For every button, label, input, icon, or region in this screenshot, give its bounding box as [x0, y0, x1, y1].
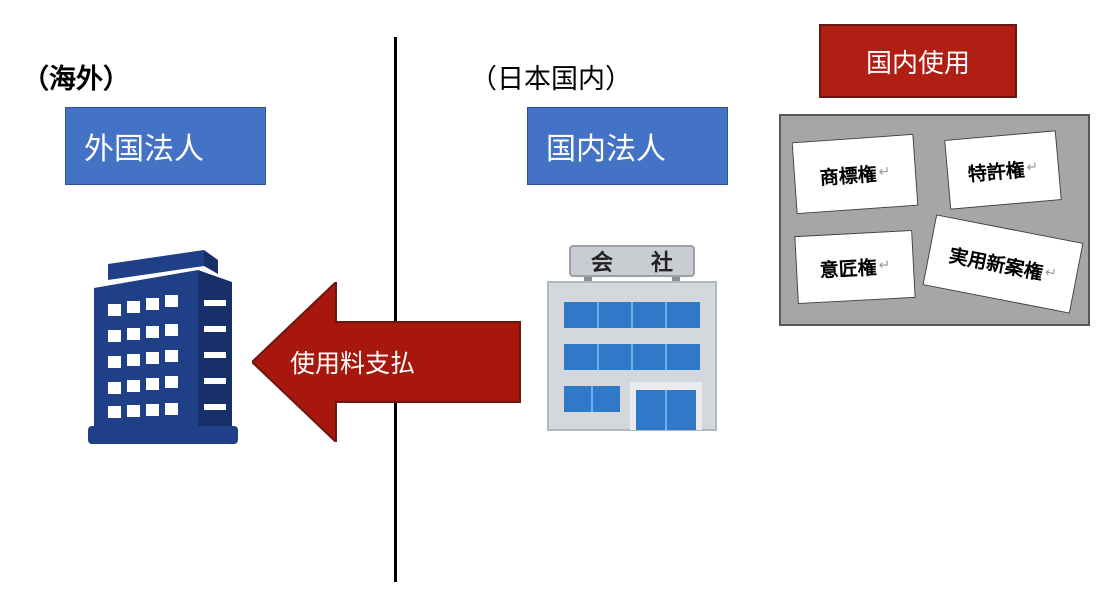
- domestic-corporation-box: 国内法人: [527, 107, 728, 185]
- domestic-region-label: （日本国内）: [470, 64, 632, 95]
- patent-label: 特許権: [966, 158, 1026, 186]
- design-right-label: 意匠権: [819, 256, 878, 282]
- paragraph-mark: ↵: [1025, 158, 1039, 176]
- paragraph-mark: ↵: [1043, 264, 1058, 283]
- trademark-label: 商標権: [819, 163, 878, 189]
- company-building-icon: [547, 245, 717, 431]
- overseas-region-label: （海外）: [22, 64, 130, 95]
- design-right-card: 意匠権↵: [794, 229, 916, 305]
- company-sign-char: 会: [590, 251, 613, 276]
- trademark-card: 商標権↵: [791, 133, 919, 215]
- payment-arrow-label: 使用料支払: [290, 349, 416, 378]
- patent-card: 特許権↵: [944, 130, 1062, 210]
- border-divider-line: [394, 37, 397, 582]
- utility-model-label: 実用新案権: [947, 244, 1045, 285]
- company-sign: 会 社: [572, 244, 692, 278]
- paragraph-mark: ↵: [878, 163, 891, 181]
- foreign-corporation-box: 外国法人: [65, 107, 266, 185]
- paragraph-mark: ↵: [878, 257, 891, 274]
- foreign-corporation-label: 外国法人: [84, 132, 204, 167]
- company-sign-char: 社: [650, 251, 673, 276]
- payment-arrow: [252, 282, 521, 442]
- office-building-icon: [88, 250, 238, 444]
- domestic-use-box: 国内使用: [819, 24, 1017, 98]
- domestic-use-label: 国内使用: [865, 48, 970, 79]
- domestic-corporation-label: 国内法人: [546, 132, 666, 167]
